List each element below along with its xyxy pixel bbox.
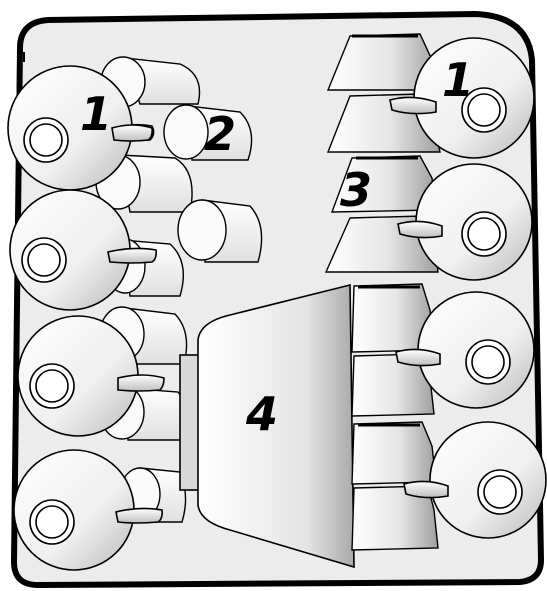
- label-2: 2: [204, 107, 236, 161]
- label-3: 3: [340, 163, 372, 217]
- label-1-right: 1: [442, 53, 474, 107]
- bowl: [352, 422, 436, 484]
- label-4: 4: [245, 387, 278, 441]
- label-1-left: 1: [80, 87, 112, 141]
- cylinder: [178, 200, 262, 262]
